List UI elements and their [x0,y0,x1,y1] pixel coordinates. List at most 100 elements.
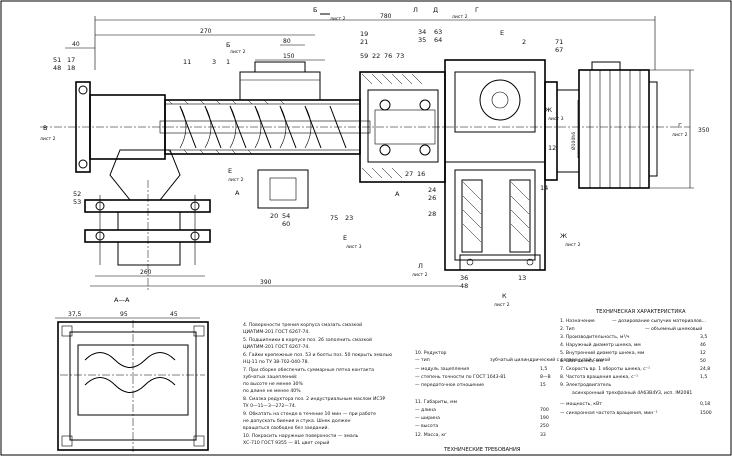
tc-label-4: 5. Внутренний диаметр шнека, мм [560,349,645,356]
note-line-9: по длине не менее 40% [243,388,301,394]
tube-wall-hatching [167,99,285,155]
mid-value-3: 8—В [540,374,551,380]
dim-45: 45 [170,311,178,318]
view-v-label-left: В [43,124,47,132]
tc-value-2: 3,5 [700,334,707,340]
tc-value-7: 1,5 [700,374,707,380]
view-b-label-1: Б [313,6,317,14]
view-l-label-top: Л [413,6,418,14]
part-75: 75 [330,214,338,222]
view-markers-mid: В лист 2 Г лист 2 Ж лист 3 А А Е лист 2 … [40,106,688,308]
tc-label-2: 3. Производительность, м³/ч [560,334,630,340]
view-b-label-2: Б [226,41,230,49]
view-i-label-right: Ж [560,232,567,240]
view-a-label-left: А [235,189,240,197]
part-63: 63 [434,28,442,36]
tc-label-7: 8. Частота вращения шнека, с⁻¹ [560,374,638,380]
screw-flights [159,105,371,149]
part-12: 12 [548,144,556,152]
part-20: 20 [270,212,278,220]
mid-label-1: — тип [415,358,430,363]
part-13: 13 [518,274,526,282]
tc-value-5: 50 [700,358,706,364]
note-line-14: вращаться свободно без заеданий. [243,424,329,431]
view-e-label-low: Е [343,234,347,242]
mid-label-6: — длина [415,408,436,413]
note-line-10: 8. Смазка редуктора поз. 2 индустриальны… [243,396,386,402]
tc-label-6: 7. Скорость вр. 1 обороты шнека, с⁻¹ [560,366,650,372]
tc-value-0: — дозирование сыпучих материалов... [612,319,706,324]
sheet2-label-e: лист 2 [672,132,688,138]
right-dimensions: 350 Ø100h6 [570,69,710,189]
part-53: 53 [73,198,81,206]
view-a-label-right: А [395,190,400,198]
dim-350: 350 [698,127,710,134]
dim-95: 95 [120,311,128,318]
part-54: 54 [282,212,290,220]
dim-d100: Ø100h6 [570,132,577,150]
part-22: 22 [372,52,380,60]
tech-char-title: ТЕХНИЧЕСКАЯ ХАРАКТЕРИСТИКА [595,309,686,315]
note-line-0: 4. Поверхности трения корпуса смазать см… [243,321,362,328]
sheet2-label-b: лист 2 [452,14,468,20]
bearing-hatching [361,73,423,179]
part-14: 14 [540,184,548,192]
mid-label-4: — передаточное отношение [415,383,484,388]
part-11: 11 [183,58,191,66]
part-24: 24 [428,186,436,194]
mid-label-3: — степень точности по ГОСТ 1643-81 [415,374,506,380]
dim-overall-top: 780 [380,13,392,20]
bottom-dimensions: 390 260 [90,269,460,287]
part-67: 67 [555,46,563,54]
mid-label-9: 12. Масса, кг [415,432,447,438]
note-line-12: 9. Обкатать на стенде в течение 10 мин —… [243,411,376,417]
part-2: 2 [522,38,526,46]
view-l-label-low: Л [418,262,423,270]
tc-label-9: — мощность, кВт [560,401,602,407]
tc-value-9: 0,18 [700,401,710,407]
main-view [40,59,690,290]
note-line-7: зубчатых зацеплений: [243,373,298,380]
tc-value-8: асинхронный трехфазный 4А63В4У3, исп. IM… [572,389,692,396]
mid-label-7: — ширина [415,416,440,421]
gear-hatching [462,181,530,243]
view-markers-top: Б лист 2 Л Д Г лист 2 Б лист 2 Е [226,6,504,55]
tc-value-3: 46 [700,342,706,348]
note-line-15: 10. Покрасить наружные поверхности — эма… [243,433,359,439]
tc-value-10: 1500 [700,410,712,416]
tc-label-5: 6. Шаг шнека, мм [560,358,603,364]
mid-value-8: 250 [540,423,549,429]
dim-260: 260 [140,269,152,276]
part-34: 34 [418,28,426,36]
tech-notes-left: 4. Поверхности трения корпуса смазать см… [242,321,392,446]
tc-label-0: 1. Назначение [560,318,595,324]
tc-label-10: — синхронная частота вращения, мин⁻¹ [560,411,658,416]
mid-value-7: 190 [540,415,549,421]
part-60: 60 [282,220,290,228]
sheet2-label-d: лист 2 [40,136,56,142]
tech-characteristics: ТЕХНИЧЕСКАЯ ХАРАКТЕРИСТИКА 1. Назначение… [560,309,712,416]
sheet2-label-a: лист 2 [330,16,346,22]
part-64: 64 [434,36,442,44]
mid-value-9: 33 [540,432,546,438]
sheet2-label-g: лист 2 [412,272,428,278]
mid-label-8: — высота [415,424,438,429]
view-e-label-top: Е [500,29,504,37]
part-35: 35 [418,36,426,44]
part-52: 52 [73,190,81,198]
part-59: 59 [360,52,368,60]
part-76: 76 [384,52,392,60]
part-callouts: 51 48 17 18 11 3 1 19 21 59 22 76 73 34 … [53,28,563,290]
part-51: 51 [53,56,61,64]
mid-value-2: 1,5 [540,366,547,372]
part-27: 27 [405,170,413,178]
part-28: 28 [428,210,436,218]
part-48: 48 [53,64,61,72]
section-aa-title: А—А [114,296,130,304]
sheet3-label-b: лист 3 [346,244,362,250]
note-line-1: ЦИАТИМ-201 ГОСТ 6267-74. [243,329,310,335]
note-line-13: не допускать биения и стука. Шнек должен [243,418,351,424]
note-line-8: по высоте не менее 30% [243,381,303,387]
part-21: 21 [360,38,368,46]
part-36: 36 [460,274,468,282]
